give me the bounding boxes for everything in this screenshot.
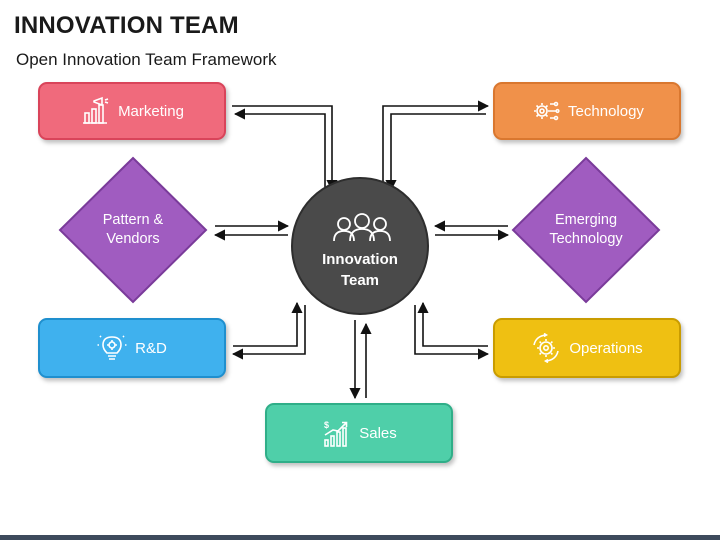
emerging-technology-label-line1: Emerging xyxy=(554,212,618,228)
center-label-line1: Innovation xyxy=(322,251,398,268)
connector-operations-out xyxy=(417,301,488,347)
connector-rnd-out xyxy=(233,301,303,347)
diamond-pattern-vendors xyxy=(58,156,208,304)
marketing-chart-icon xyxy=(83,96,109,124)
connector-marketing-out xyxy=(233,108,326,190)
footer-bar xyxy=(0,535,720,540)
pattern-vendors-label-line1: Pattern & xyxy=(102,212,164,228)
center-label-line2: Team xyxy=(340,272,380,289)
node-operations: Operations xyxy=(493,318,681,378)
node-sales: $ Sales xyxy=(265,403,453,463)
connector-rnd-in xyxy=(231,305,306,360)
node-marketing: Marketing xyxy=(38,82,226,140)
page-title: INNOVATION TEAM xyxy=(14,12,239,39)
gear-cycle-icon xyxy=(533,333,560,363)
connector-marketing-in xyxy=(232,105,338,192)
team-people-icon xyxy=(333,213,391,242)
emerging-technology-label: Emerging Technology xyxy=(536,211,636,249)
node-rnd-label: R&D xyxy=(135,339,167,357)
center-label: Innovation Team xyxy=(290,249,430,291)
node-technology-label: Technology xyxy=(568,102,644,120)
emerging-technology-label-line2: Technology xyxy=(549,231,623,247)
connector-operations-in xyxy=(414,305,490,360)
diamond-emerging-technology xyxy=(511,156,661,304)
node-sales-label: Sales xyxy=(359,424,397,442)
svg-text:$: $ xyxy=(324,420,329,430)
node-operations-label: Operations xyxy=(569,339,643,357)
center-circle xyxy=(291,177,429,315)
pattern-vendors-label: Pattern & Vendors xyxy=(88,211,178,249)
lightbulb-gear-icon xyxy=(97,335,127,360)
node-rnd: R&D xyxy=(38,318,226,378)
connector-technology-in xyxy=(382,100,490,190)
node-marketing-label: Marketing xyxy=(118,102,184,120)
connectors xyxy=(213,100,510,400)
sales-growth-icon: $ xyxy=(324,420,348,447)
node-technology: Technology xyxy=(493,82,681,140)
tech-gear-icon xyxy=(534,101,560,121)
connector-technology-out xyxy=(385,113,486,192)
pattern-vendors-label-line2: Vendors xyxy=(106,231,160,247)
page-subtitle: Open Innovation Team Framework xyxy=(16,50,277,69)
